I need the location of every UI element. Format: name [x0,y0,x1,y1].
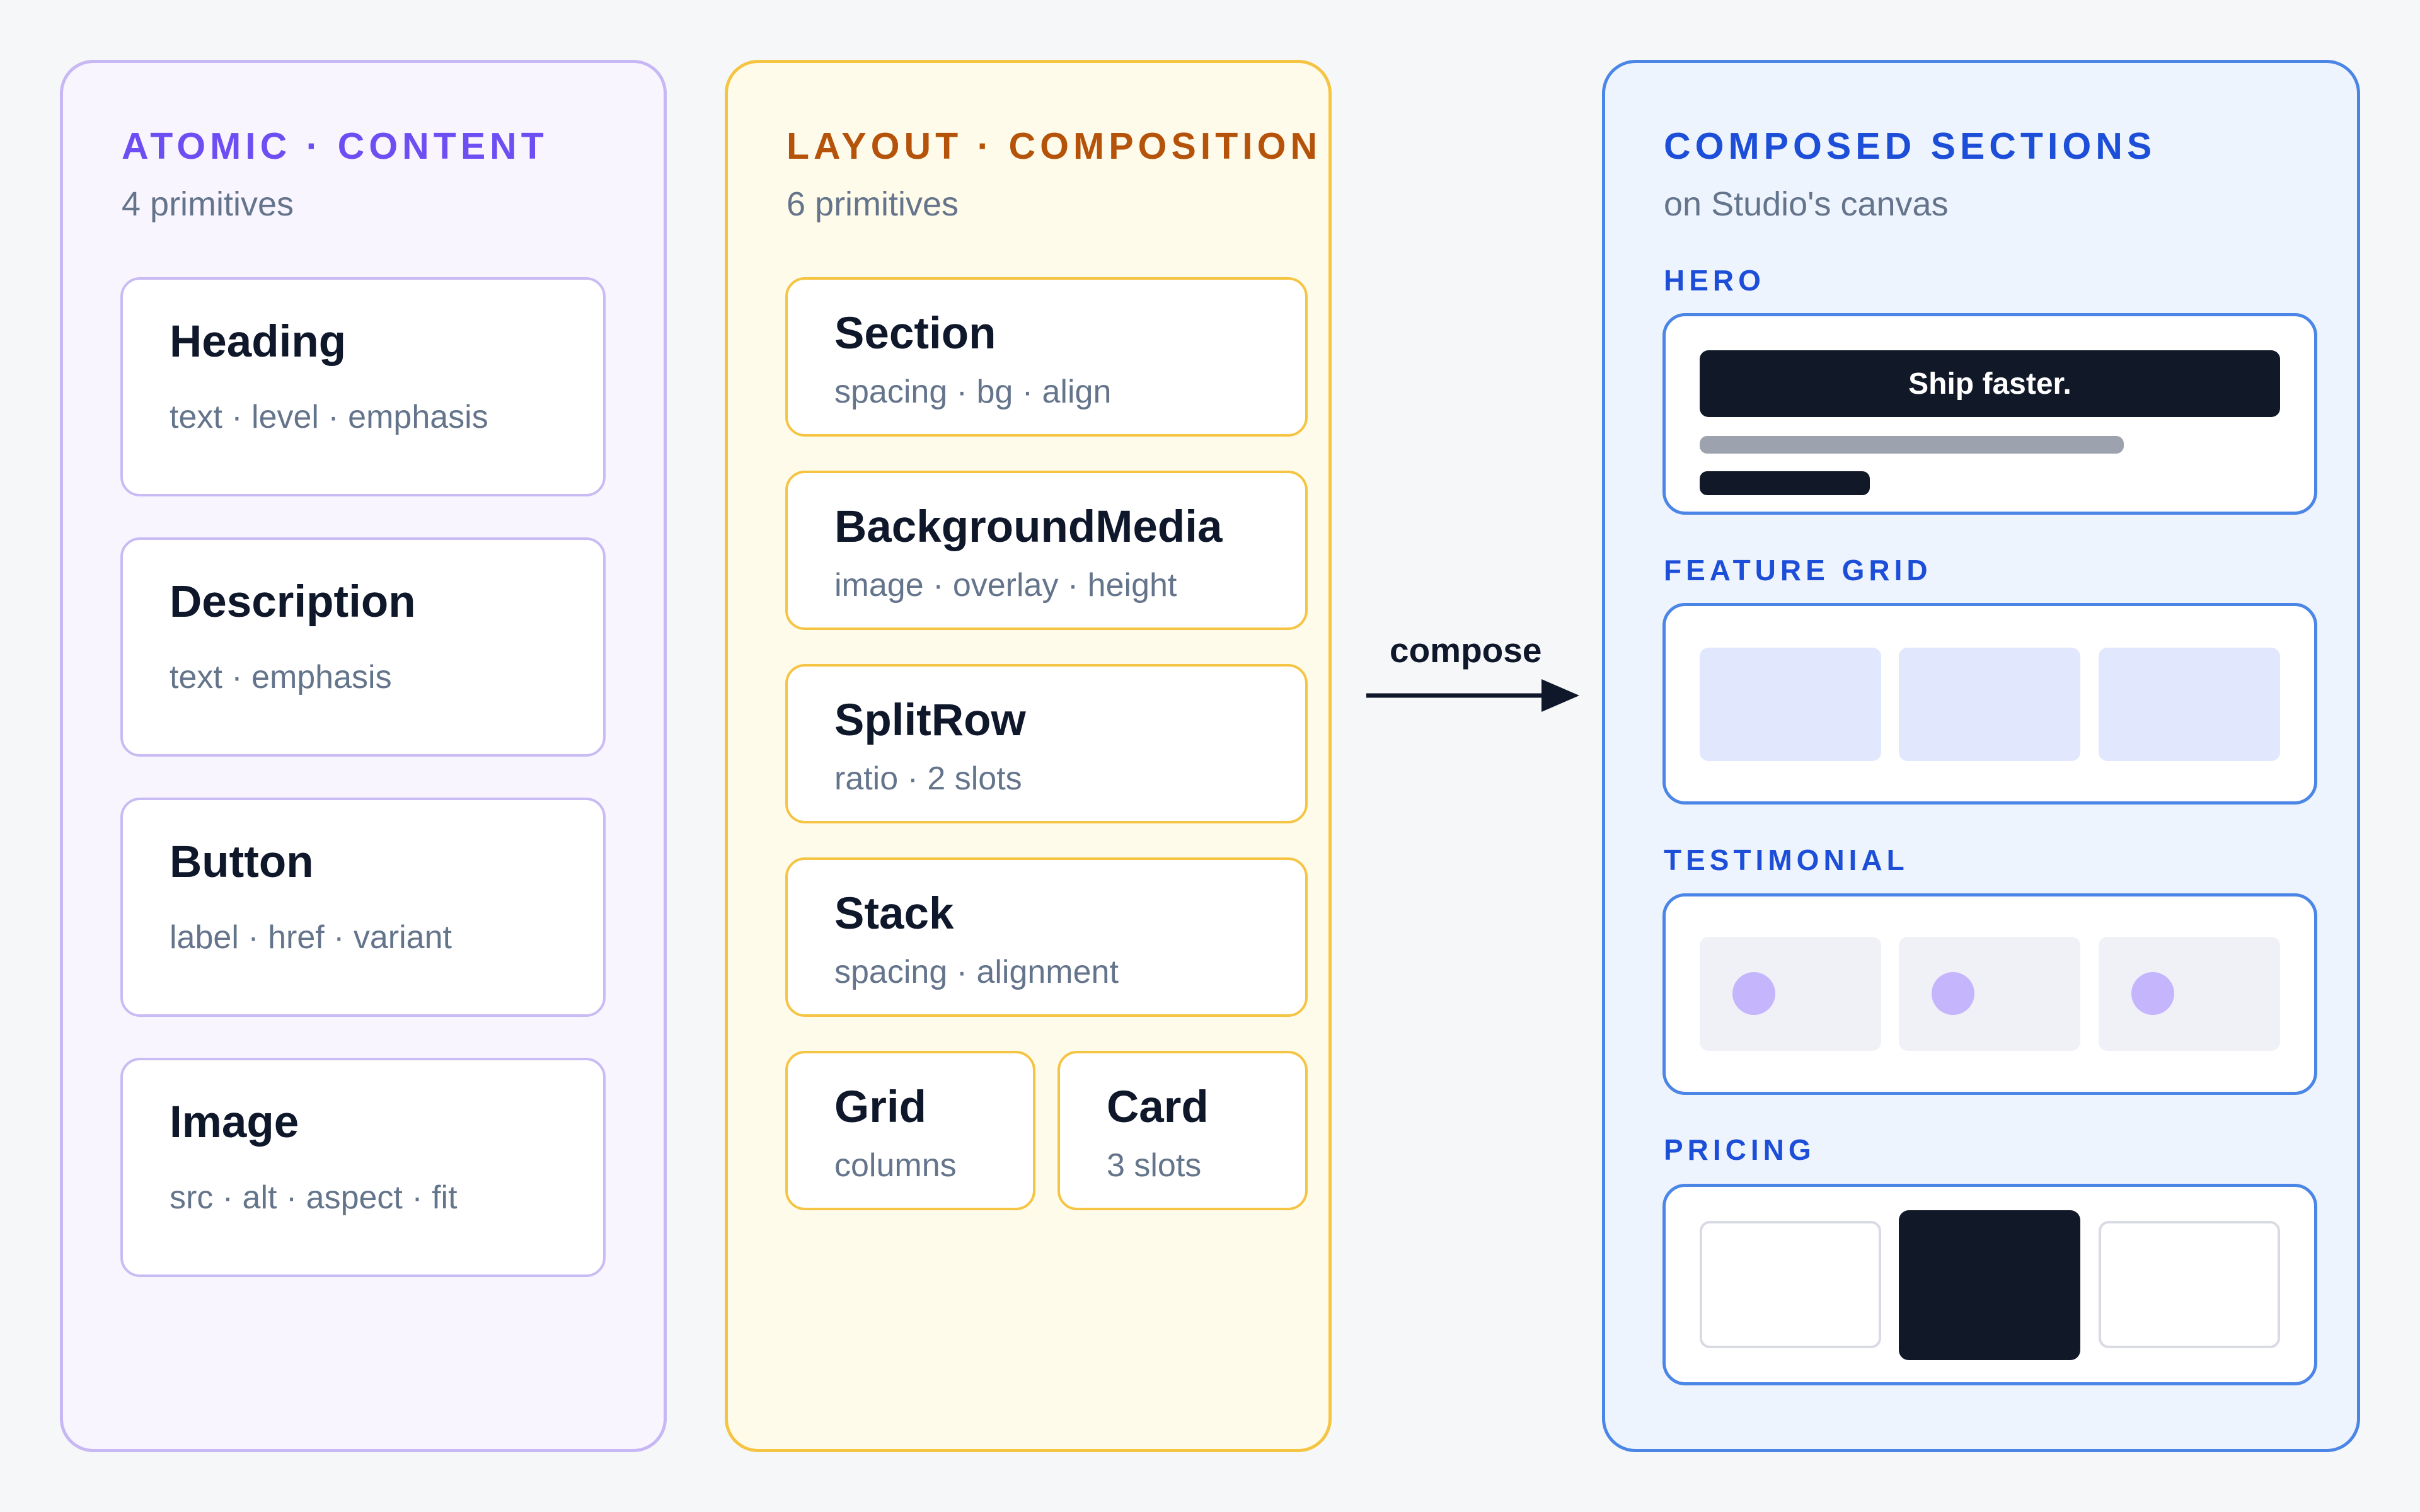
section-label-testimonial: TESTIMONIAL [1664,844,1909,876]
section-label-pricing: PRICING [1664,1133,1816,1166]
primitive-props: label · href · variant [170,919,452,956]
feature-tile [2099,648,2280,761]
primitive-card-description[interactable]: Description text · emphasis [120,537,606,757]
testimonial-card [1899,937,2080,1051]
primitive-card-grid[interactable]: Grid columns [785,1051,1035,1210]
primitive-name: Image [170,1097,299,1147]
pricing-tier-card [2099,1221,2280,1348]
primitive-props: spacing · bg · align [834,374,1112,410]
feature-tile [1700,648,1881,761]
primitive-card-heading[interactable]: Heading text · level · emphasis [120,277,606,496]
testimonial-card [2099,937,2280,1051]
primitive-card-backgroundmedia[interactable]: BackgroundMedia image · overlay · height [785,471,1308,630]
avatar [1732,972,1775,1015]
layout-panel-subtitle: 6 primitives [786,185,959,223]
primitive-name: BackgroundMedia [834,502,1223,552]
primitive-card-stack[interactable]: Stack spacing · alignment [785,857,1308,1017]
primitive-card-section[interactable]: Section spacing · bg · align [785,277,1308,437]
primitive-props: 3 slots [1107,1147,1202,1184]
layout-panel-title: LAYOUT · COMPOSITION [786,125,1322,167]
section-label-hero: HERO [1664,264,1765,297]
primitive-name: Card [1107,1082,1209,1132]
compose-arrow-icon [1366,679,1579,712]
primitive-card-image[interactable]: Image src · alt · aspect · fit [120,1058,606,1277]
primitive-props: image · overlay · height [834,567,1177,604]
primitive-props: ratio · 2 slots [834,760,1022,797]
composed-panel-title: COMPOSED SECTIONS [1664,125,2157,167]
avatar [1932,972,1974,1015]
primitive-name: Heading [170,317,347,367]
composed-panel-subtitle: on Studio's canvas [1664,185,1949,223]
testimonial-card [1700,937,1881,1051]
hero-subtitle-placeholder [1700,436,2124,454]
primitive-card-card[interactable]: Card 3 slots [1057,1051,1308,1210]
primitive-props: text · level · emphasis [170,399,488,435]
primitive-props: text · emphasis [170,659,392,696]
primitive-name: SplitRow [834,696,1026,745]
primitive-name: Description [170,577,416,627]
avatar [2131,972,2174,1015]
section-label-feature-grid: FEATURE GRID [1664,554,1932,587]
atomic-panel-title: ATOMIC · CONTENT [122,125,548,167]
primitive-props: src · alt · aspect · fit [170,1179,458,1216]
primitive-card-button[interactable]: Button label · href · variant [120,798,606,1017]
pricing-tier-card-highlighted [1899,1210,2080,1360]
primitive-name: Grid [834,1082,926,1132]
compose-arrow-label: compose [1390,631,1542,670]
atomic-panel-subtitle: 4 primitives [122,185,294,223]
hero-headline-bar: Ship faster. [1700,350,2280,417]
primitive-name: Stack [834,889,954,939]
hero-button-placeholder [1700,471,1870,495]
primitive-name: Section [834,309,996,358]
primitive-props: spacing · alignment [834,954,1119,990]
primitive-name: Button [170,837,314,887]
pricing-tier-card [1700,1221,1881,1348]
primitive-card-splitrow[interactable]: SplitRow ratio · 2 slots [785,664,1308,823]
primitive-props: columns [834,1147,957,1184]
feature-tile [1899,648,2080,761]
